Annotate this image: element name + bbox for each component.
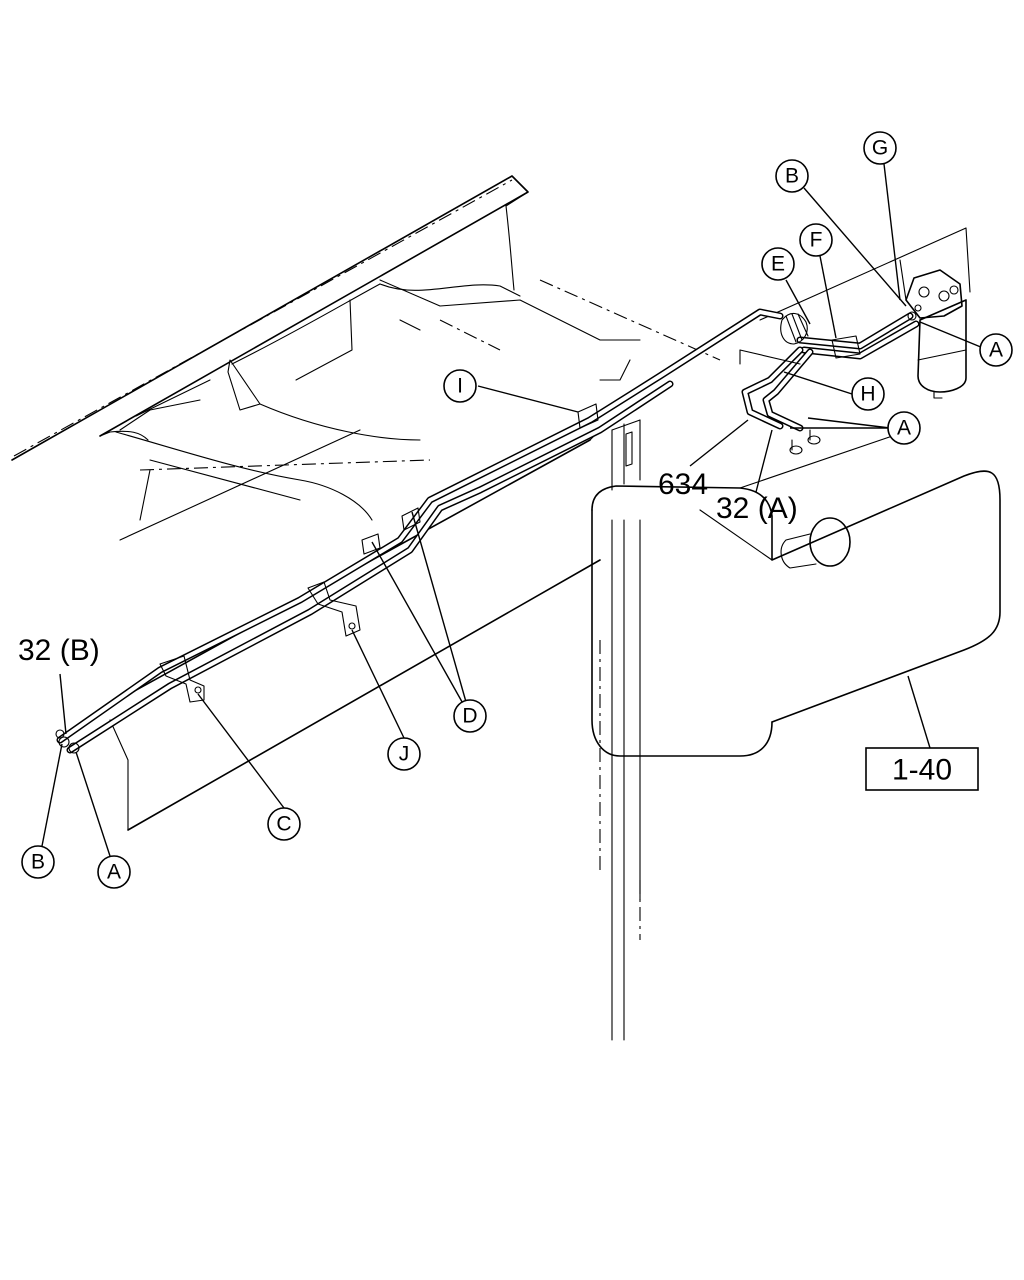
callout-D: D xyxy=(453,699,487,733)
svg-text:J: J xyxy=(399,743,410,766)
svg-text:F: F xyxy=(810,229,823,252)
callout-A-tank: A xyxy=(887,411,921,445)
callout-A-filter: A xyxy=(979,333,1013,367)
svg-text:E: E xyxy=(771,253,785,276)
svg-text:A: A xyxy=(989,339,1003,362)
svg-text:I: I xyxy=(457,375,463,398)
part-number-32b: 32 (B) xyxy=(18,634,100,667)
callout-A-bottom: A xyxy=(97,855,131,889)
callout-G: G xyxy=(863,131,897,165)
svg-text:C: C xyxy=(276,813,291,836)
fuel-lines xyxy=(55,308,920,754)
svg-text:H: H xyxy=(860,383,875,406)
reference-box: 1-40 xyxy=(865,747,979,791)
callout-F: F xyxy=(799,223,833,257)
svg-text:G: G xyxy=(872,137,888,160)
svg-text:A: A xyxy=(107,861,121,884)
svg-text:A: A xyxy=(897,417,911,440)
reference-box-label: 1-40 xyxy=(892,754,952,787)
fuel-filter xyxy=(905,269,967,399)
callout-I: I xyxy=(443,369,477,403)
callout-C: C xyxy=(267,807,301,841)
part-number-32a: 32 (A) xyxy=(716,492,798,525)
callout-B-top: B xyxy=(775,159,809,193)
callout-J: J xyxy=(387,737,421,771)
svg-text:D: D xyxy=(462,705,477,728)
svg-text:B: B xyxy=(31,851,45,874)
svg-text:B: B xyxy=(785,165,799,188)
callout-H: H xyxy=(851,377,885,411)
chassis-frame xyxy=(11,175,971,1041)
part-number-634: 634 xyxy=(658,468,708,501)
leader-lines xyxy=(41,163,989,857)
callout-E: E xyxy=(761,247,795,281)
fuel-tank xyxy=(591,429,1001,757)
callout-B-bottom: B xyxy=(21,845,55,879)
